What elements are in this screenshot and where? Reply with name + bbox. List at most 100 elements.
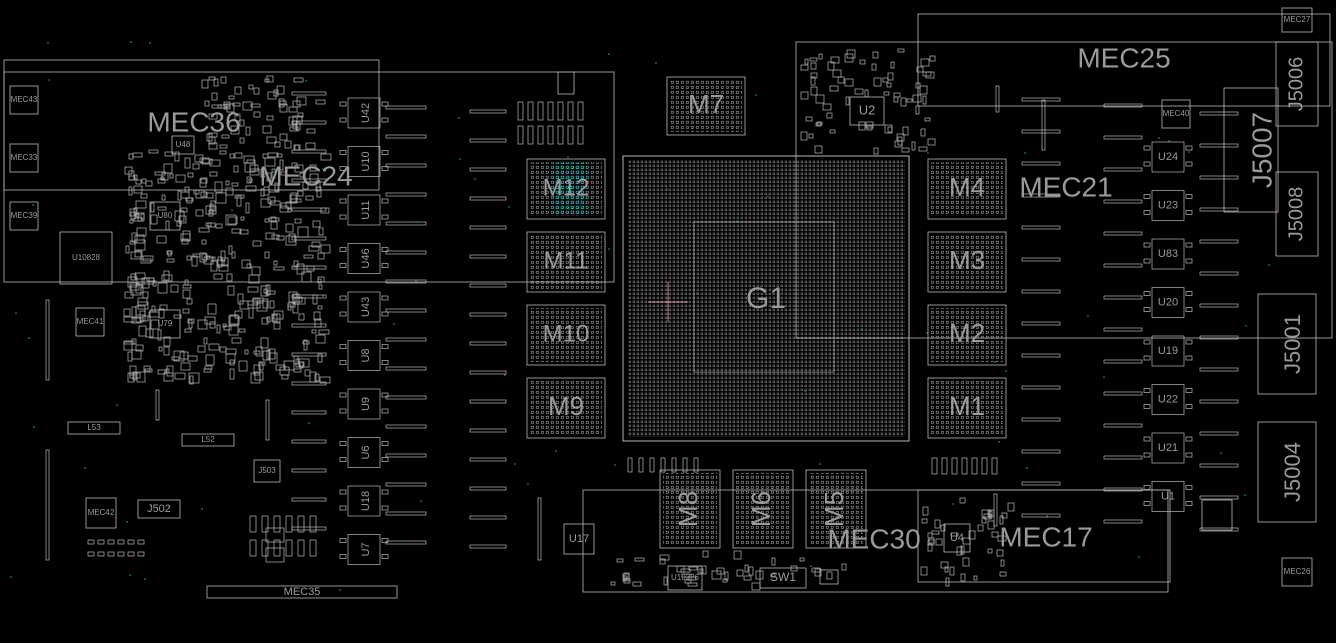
via-dot	[32, 204, 34, 206]
label-m10: M10	[543, 320, 590, 347]
small-component	[267, 152, 279, 158]
small-component	[137, 301, 149, 310]
small-component	[950, 532, 959, 537]
small-component	[270, 221, 278, 230]
small-component	[921, 518, 928, 524]
small-component	[255, 346, 263, 357]
small-component	[135, 283, 144, 294]
small-component	[268, 217, 280, 222]
small-component	[771, 557, 776, 566]
label-u43: U43	[360, 297, 372, 317]
resistor	[137, 551, 145, 557]
passive-line	[1103, 263, 1143, 268]
j5001-connector	[1257, 293, 1317, 395]
passive-line	[1021, 513, 1061, 518]
pad	[1143, 291, 1151, 296]
small-component	[244, 162, 256, 173]
passive-line	[385, 221, 427, 226]
small-component	[810, 76, 816, 86]
small-component	[298, 313, 305, 321]
small-component	[265, 527, 285, 543]
small-component	[129, 240, 136, 245]
small-component	[893, 92, 901, 98]
small-component	[132, 152, 143, 158]
passive-line	[291, 294, 327, 299]
passive-line	[1021, 193, 1061, 198]
small-component	[143, 365, 151, 372]
m3-chip	[927, 231, 1007, 293]
label-m12: M12	[543, 174, 590, 201]
cap	[951, 457, 958, 475]
small-component	[269, 352, 278, 364]
small-component	[906, 98, 913, 103]
small-component	[199, 157, 210, 164]
via-dot	[1168, 140, 1170, 142]
small-component	[810, 62, 817, 70]
small-component	[751, 582, 761, 591]
small-component	[201, 79, 209, 89]
small-component	[873, 77, 882, 87]
small-component	[287, 302, 296, 308]
small-component	[142, 315, 149, 322]
small-component	[236, 195, 242, 207]
small-component	[959, 497, 966, 504]
small-component	[687, 576, 697, 581]
small-component	[312, 294, 318, 305]
pad	[1185, 258, 1193, 264]
small-component	[826, 112, 833, 119]
small-component	[220, 250, 226, 262]
small-component	[180, 362, 191, 371]
small-component	[243, 155, 255, 164]
small-component	[228, 315, 240, 326]
small-component	[934, 519, 941, 529]
chip-u43	[347, 291, 381, 323]
pad	[381, 441, 389, 446]
pad	[1143, 194, 1151, 199]
via-dot	[15, 312, 17, 314]
label-u10828: U10828	[72, 253, 101, 262]
small-component	[927, 539, 935, 546]
passive-line	[469, 515, 507, 520]
small-component	[684, 579, 692, 584]
trace-segment	[265, 399, 270, 441]
small-component	[897, 48, 905, 53]
pad	[381, 198, 389, 204]
l53-inductor	[67, 421, 121, 435]
small-component	[687, 582, 698, 587]
small-component	[292, 100, 301, 108]
cap	[671, 457, 677, 473]
j502-part	[137, 499, 181, 519]
resistor	[87, 539, 95, 545]
label-m4: M4	[949, 172, 985, 202]
small-component	[311, 329, 317, 334]
small-component	[223, 325, 232, 331]
label-l52: L52	[201, 435, 215, 444]
passive-line	[1199, 111, 1239, 116]
small-component	[132, 371, 137, 381]
small-component	[205, 354, 215, 366]
pad	[381, 311, 389, 317]
small-component	[187, 355, 198, 362]
small-component	[246, 263, 252, 269]
chip-u42	[347, 97, 381, 129]
passive-line	[469, 225, 507, 230]
small-component	[191, 255, 198, 267]
small-component	[920, 128, 926, 137]
small-component	[128, 153, 134, 160]
small-component	[266, 316, 271, 323]
small-component	[928, 537, 935, 544]
small-component	[659, 558, 666, 565]
small-component	[219, 144, 228, 149]
small-component	[252, 240, 262, 247]
small-component	[167, 250, 172, 257]
small-component	[319, 376, 331, 384]
small-component	[711, 570, 722, 580]
via-dot	[322, 295, 324, 297]
pad	[381, 457, 389, 462]
small-component	[308, 245, 320, 252]
cap	[577, 125, 584, 145]
label-mec42: MEC42	[88, 508, 115, 517]
passive-line	[1103, 359, 1143, 364]
small-component	[246, 176, 252, 184]
